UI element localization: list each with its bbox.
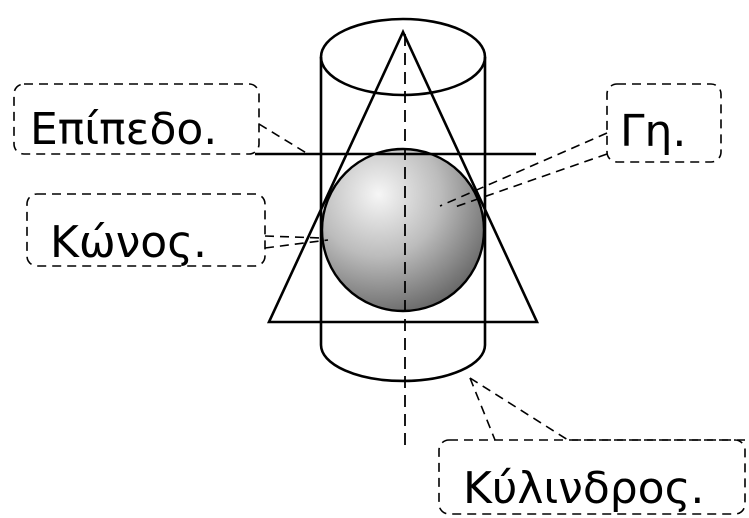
- plane-leader: [258, 123, 309, 155]
- cylinder-leader-2: [469, 377, 745, 441]
- earth-leader-2: [451, 153, 608, 209]
- plane-callout-box: [13, 83, 260, 155]
- cone-leader-2: [264, 239, 329, 249]
- cone-callout-box: [26, 193, 266, 267]
- earth-sphere: [320, 147, 486, 313]
- earth-callout: Γη.: [439, 83, 722, 209]
- cone-leader-1: [264, 235, 323, 239]
- cone-callout: Κώνος.: [26, 193, 329, 268]
- cone-label: Κώνος.: [50, 217, 207, 268]
- plane-label: Επίπεδο.: [30, 104, 217, 155]
- cylinder-leader-1: [469, 377, 496, 441]
- cylinder-label: Κύλινδρος.: [463, 463, 704, 514]
- plane-callout: Επίπεδο.: [13, 83, 309, 155]
- cylinder-bottom-arc: [319, 344, 487, 383]
- cylinder: [319, 17, 487, 383]
- cone-triangle: [266, 28, 540, 324]
- earth-callout-box: [606, 83, 722, 163]
- earth-label: Γη.: [620, 106, 686, 157]
- cylinder-callout: Κύλινδρος.: [438, 377, 746, 515]
- earth-leader-1: [439, 132, 608, 207]
